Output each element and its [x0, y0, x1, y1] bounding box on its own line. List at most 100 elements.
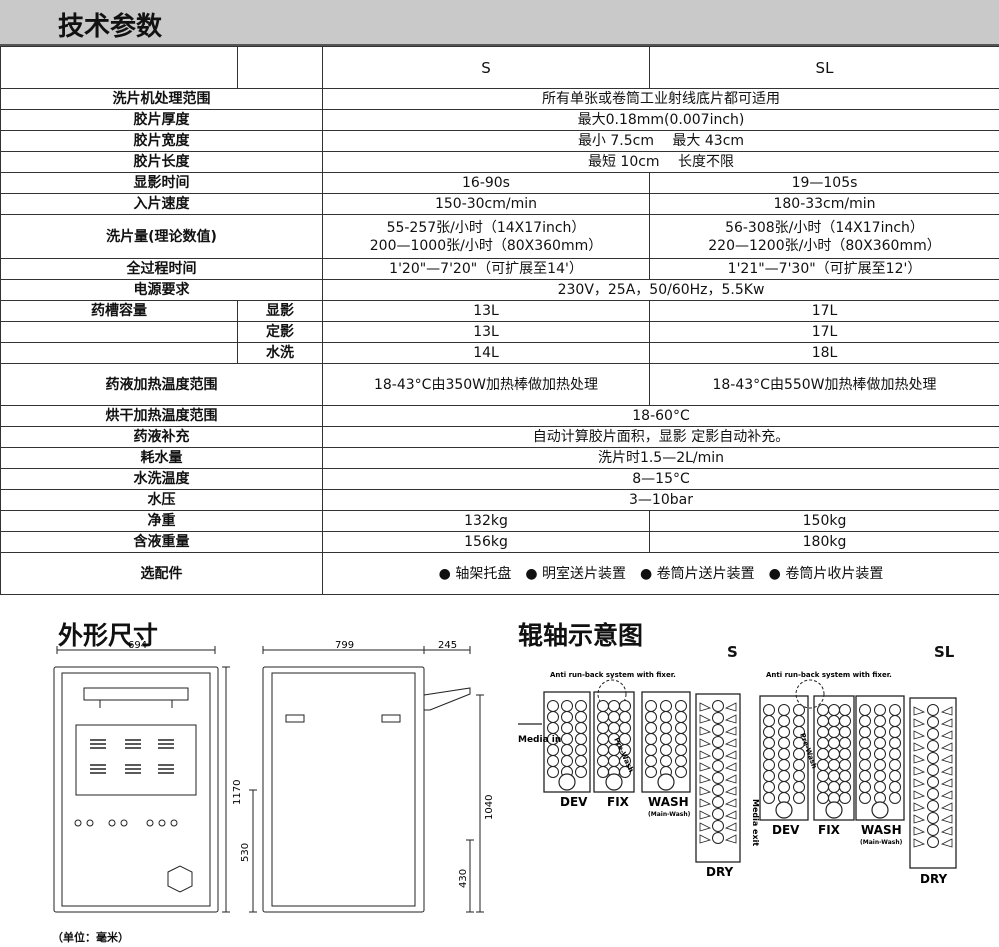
roller	[793, 792, 805, 804]
row-label: 药液加热温度范围	[0, 363, 323, 406]
model-header: SL	[649, 46, 999, 89]
dry-label-s: DRY	[706, 865, 734, 879]
row-label: 净重	[0, 510, 323, 532]
outline-drawing: 694 1170 799 245 530 1040 430	[53, 640, 495, 913]
roller	[874, 770, 886, 782]
roller	[778, 726, 790, 738]
roller	[660, 733, 672, 745]
roller	[778, 759, 790, 771]
roller	[561, 711, 573, 723]
wash-tank-sl	[855, 695, 905, 821]
anti-runback-note-s: Anti run-back system with fixer.	[550, 671, 676, 679]
row-value-s: 14L	[322, 342, 650, 364]
air-nozzle	[724, 750, 737, 760]
wash-sub-label-s: (Main-Wash)	[648, 811, 691, 818]
row-value: 所有单张或卷筒工业射线底片都可适用	[322, 88, 999, 110]
air-nozzle	[699, 738, 712, 748]
air-nozzle	[699, 810, 712, 820]
roller	[597, 733, 609, 745]
roller	[927, 704, 939, 716]
roller	[889, 704, 901, 716]
row-value-sl: 180-33cm/min	[649, 193, 999, 215]
roller	[575, 700, 587, 712]
row-label: 水压	[0, 489, 323, 511]
roller	[828, 737, 840, 749]
roller	[793, 704, 805, 716]
roller	[660, 722, 672, 734]
roller	[825, 801, 843, 819]
air-nozzle	[699, 750, 712, 760]
roller	[828, 704, 840, 716]
roller	[817, 792, 829, 804]
roller	[675, 744, 687, 756]
header-blank	[0, 46, 238, 89]
roller	[675, 733, 687, 745]
roller	[575, 766, 587, 778]
table-row: 耗水量洗片时1.5—2L/min	[0, 447, 999, 469]
row-label: 电源要求	[0, 279, 323, 301]
air-nozzle	[913, 730, 926, 740]
roller	[817, 715, 829, 727]
air-nozzle	[724, 786, 737, 796]
roller	[859, 770, 871, 782]
table-row: 洗片机处理范围所有单张或卷筒工业射线底片都可适用	[0, 88, 999, 110]
row-label: 胶片长度	[0, 151, 323, 173]
roller	[712, 832, 724, 844]
roller	[889, 726, 901, 738]
roller	[608, 722, 620, 734]
roller	[871, 801, 889, 819]
roller	[874, 737, 886, 749]
roller	[828, 759, 840, 771]
roller	[778, 770, 790, 782]
table-row: 药液补充自动计算胶片面积，显影 定影自动补充。	[0, 426, 999, 448]
roller	[675, 711, 687, 723]
roller	[817, 770, 829, 782]
roller	[859, 726, 871, 738]
roller	[889, 792, 901, 804]
row-value-line: 56-308张/小时（14X17inch）	[725, 219, 924, 236]
row-label: 药液补充	[0, 426, 323, 448]
row-value-s: 150-30cm/min	[322, 193, 650, 215]
air-nozzle	[724, 798, 737, 808]
roller	[778, 781, 790, 793]
air-nozzle	[699, 786, 712, 796]
row-value-line: 200—1000张/小时（80X360mm）	[369, 237, 603, 254]
roller	[859, 759, 871, 771]
roller	[712, 736, 724, 748]
roller	[763, 770, 775, 782]
roller	[859, 748, 871, 760]
roller	[660, 744, 672, 756]
air-nozzle	[913, 742, 926, 752]
roller	[839, 715, 851, 727]
row-value-s: 1'20"—7'20"（可扩展至14'）	[322, 258, 650, 280]
roller	[575, 744, 587, 756]
air-nozzle	[699, 834, 712, 844]
roller	[547, 766, 559, 778]
air-nozzle	[940, 790, 953, 800]
roller	[575, 755, 587, 767]
air-nozzle	[699, 774, 712, 784]
roller	[874, 726, 886, 738]
roller	[874, 704, 886, 716]
roller	[775, 801, 793, 819]
air-nozzle	[913, 766, 926, 776]
row-label: 入片速度	[0, 193, 323, 215]
air-nozzle	[724, 702, 737, 712]
row-label: 选配件	[0, 552, 323, 595]
roller	[608, 755, 620, 767]
roller	[778, 748, 790, 760]
dimensions-title: 外形尺寸	[58, 621, 159, 650]
air-nozzle	[724, 834, 737, 844]
model-s-label: S	[727, 643, 738, 661]
air-nozzle	[940, 742, 953, 752]
roller	[839, 759, 851, 771]
roller	[927, 824, 939, 836]
roller-group-s	[518, 679, 741, 863]
roller	[874, 715, 886, 727]
